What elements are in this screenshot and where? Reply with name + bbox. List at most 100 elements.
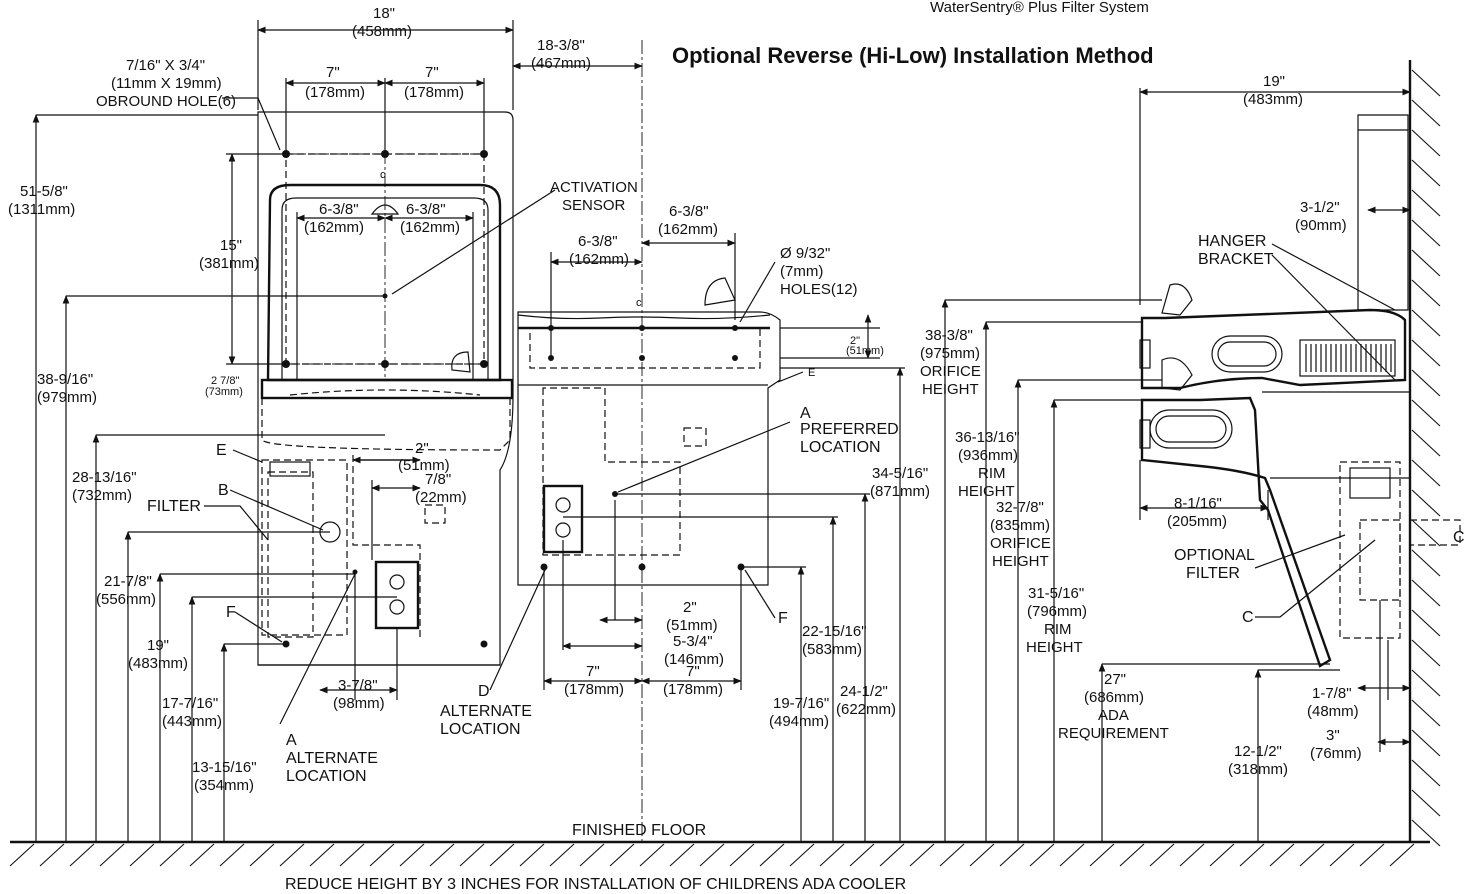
footer-note: REDUCE HEIGHT BY 3 INCHES FOR INSTALLATI… — [285, 876, 906, 893]
hanger-2: BRACKET — [1198, 251, 1274, 268]
label-e: E — [216, 442, 227, 459]
orifice-2: HEIGHT — [922, 381, 979, 398]
upper-cooler-profile — [1140, 308, 1407, 390]
upper-bubbler — [1161, 283, 1193, 316]
pref-2: LOCATION — [800, 439, 881, 456]
outlet-in: 7/8" — [425, 471, 451, 488]
gap-in: 1-7/8" — [1312, 685, 1352, 702]
upper-grille — [1299, 339, 1396, 377]
lower-unit-outline — [517, 311, 781, 586]
h-622-mm: (622mm) — [836, 701, 896, 718]
b178l-mm: (178mm) — [564, 681, 624, 698]
side-height-dims — [941, 299, 1340, 842]
h-494-in: 19-7/16" — [773, 695, 829, 712]
orifice2-mm: (835mm) — [990, 517, 1050, 534]
wall-mm: (90mm) — [1295, 217, 1347, 234]
b146-in: 5-3/4" — [673, 633, 713, 650]
h-443-in: 17-7/16" — [162, 695, 218, 712]
b146-mm: (146mm) — [664, 651, 724, 668]
sensor-left-mm: (162mm) — [304, 219, 364, 236]
lower-bubbler — [704, 277, 736, 306]
rim2-1: RIM — [1044, 621, 1072, 638]
ada-mm: (686mm) — [1084, 689, 1144, 706]
h-732-mm: (732mm) — [72, 487, 132, 504]
offset-mm: (98mm) — [333, 695, 385, 712]
h-583-in: 22-15/16" — [802, 623, 867, 640]
lower-label-e: E — [808, 367, 815, 379]
b178r-mm: (178mm) — [663, 681, 723, 698]
label-f: F — [226, 604, 236, 621]
basin-outline — [266, 183, 502, 382]
outlet-mm: (22mm) — [415, 489, 467, 506]
h-871-in: 34-5/16" — [872, 465, 928, 482]
opt-filter-2: FILTER — [1186, 565, 1240, 582]
total-h-in: 51-5/8" — [20, 183, 68, 200]
s2-in: 6-3/8" — [669, 203, 709, 220]
rim-mm: (936mm) — [958, 447, 1018, 464]
reach-in: 8-1/16" — [1174, 495, 1222, 512]
rim2-2: HEIGHT — [1026, 639, 1083, 656]
filter-housing — [261, 459, 348, 636]
span-mm: (467mm) — [531, 55, 591, 72]
floor-mm: (318mm) — [1228, 761, 1288, 778]
hanger-bracket-upper — [1357, 114, 1409, 311]
floor-hatch — [9, 843, 1415, 867]
wall-in: 3-1/2" — [1300, 199, 1340, 216]
width-mm: (458mm) — [352, 23, 412, 40]
lower-alt-2: LOCATION — [440, 721, 521, 738]
unit-outline — [257, 111, 514, 666]
bracket-h-mm: (381mm) — [199, 255, 259, 272]
pref-a: A — [800, 405, 811, 422]
h-494-mm: (494mm) — [769, 713, 829, 730]
hole-size: 7/16" X 3/4" — [126, 57, 205, 74]
wall-hatch — [1411, 69, 1441, 847]
s2-mm: (162mm) — [658, 221, 718, 238]
ada-in: 27" — [1104, 671, 1126, 688]
lower-height-dims — [563, 367, 905, 842]
h-732-in: 28-13/16" — [72, 469, 137, 486]
ada-2: REQUIREMENT — [1058, 725, 1169, 742]
rim-mm: (73mm) — [205, 386, 243, 398]
b178r-in: 7" — [686, 663, 700, 680]
b2-mm: (51mm) — [666, 617, 718, 634]
off-mm: (76mm) — [1310, 745, 1362, 762]
lower-center-mark: c — [636, 297, 642, 309]
orifice-1: ORIFICE — [920, 363, 981, 380]
lower-view: c — [440, 37, 930, 842]
pref-1: PREFERRED — [800, 421, 899, 438]
label-a: A — [286, 732, 297, 749]
reach-mm: (205mm) — [1167, 513, 1227, 530]
off-in: 3" — [1326, 727, 1340, 744]
h-979-mm: (979mm) — [37, 389, 97, 406]
orifice2-2: HEIGHT — [992, 553, 1049, 570]
side-label-c: C — [1242, 609, 1254, 626]
alt-location-2: LOCATION — [286, 768, 367, 785]
holes-3: HOLES(12) — [780, 281, 858, 298]
h-622-in: 24-1/2" — [840, 683, 888, 700]
half-left-in: 7" — [326, 64, 340, 81]
sensor-right-mm: (162mm) — [400, 219, 460, 236]
holes-2: (7mm) — [780, 263, 823, 280]
h-483-in: 19" — [147, 637, 169, 654]
side-view: 19" (483mm) 3-1/2" (90mm) HANGER BRACKET… — [920, 73, 1465, 842]
rim-1: RIM — [978, 465, 1006, 482]
h-443-mm: (443mm) — [162, 713, 222, 730]
obround-holes — [282, 150, 488, 368]
rim2-in: 31-5/16" — [1028, 585, 1084, 602]
h-483-mm: (483mm) — [128, 655, 188, 672]
label-b: B — [218, 482, 229, 499]
width-in: 18" — [373, 5, 395, 22]
lower-bubbler — [1161, 357, 1193, 391]
total-h-mm: (1311mm) — [8, 201, 75, 218]
hole-size-mm: (11mm X 19mm) — [111, 75, 222, 92]
gap-in: 2" — [415, 440, 429, 457]
holes-1: Ø 9/32" — [780, 245, 830, 262]
orifice2-1: ORIFICE — [990, 535, 1051, 552]
h-354-in: 13-15/16" — [192, 759, 257, 776]
h-556-in: 21-7/8" — [104, 573, 152, 590]
h-556-mm: (556mm) — [96, 591, 156, 608]
rim-in: 2 7/8" — [211, 375, 239, 387]
half-right-mm: (178mm) — [404, 84, 464, 101]
sensor-left-in: 6-3/8" — [319, 201, 359, 218]
rim2-mm: (796mm) — [1027, 603, 1087, 620]
